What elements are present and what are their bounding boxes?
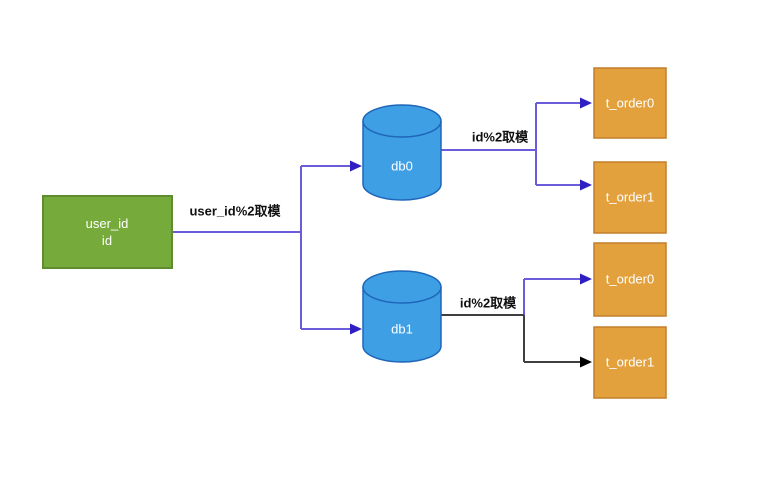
dark-arrowheads bbox=[580, 356, 592, 368]
purple-edges bbox=[172, 102, 582, 330]
db0-cylinder bbox=[362, 104, 442, 201]
table-db1-0-box bbox=[593, 242, 667, 317]
dark-edges bbox=[441, 314, 582, 363]
arrowhead-table-db1-1 bbox=[580, 356, 592, 368]
table-db0-1-box bbox=[593, 161, 667, 234]
table-db0-0-box bbox=[593, 67, 667, 139]
table-db1-1-box bbox=[593, 326, 667, 399]
db0-cylinder-rim bbox=[362, 120, 442, 138]
arrowhead-db0 bbox=[350, 160, 362, 172]
purple-arrowheads bbox=[350, 97, 592, 335]
source-node-box bbox=[42, 195, 173, 269]
arrowhead-table-db0-0 bbox=[580, 97, 592, 109]
db0-cylinder-body bbox=[362, 104, 442, 201]
db1-cylinder-body bbox=[362, 270, 442, 363]
db1-cylinder-rim bbox=[362, 286, 442, 304]
table-nodes bbox=[593, 67, 667, 399]
arrowhead-table-db1-0 bbox=[580, 273, 592, 285]
arrowhead-db1 bbox=[350, 323, 362, 335]
db1-cylinder bbox=[362, 270, 442, 363]
arrowhead-table-db0-1 bbox=[580, 179, 592, 191]
